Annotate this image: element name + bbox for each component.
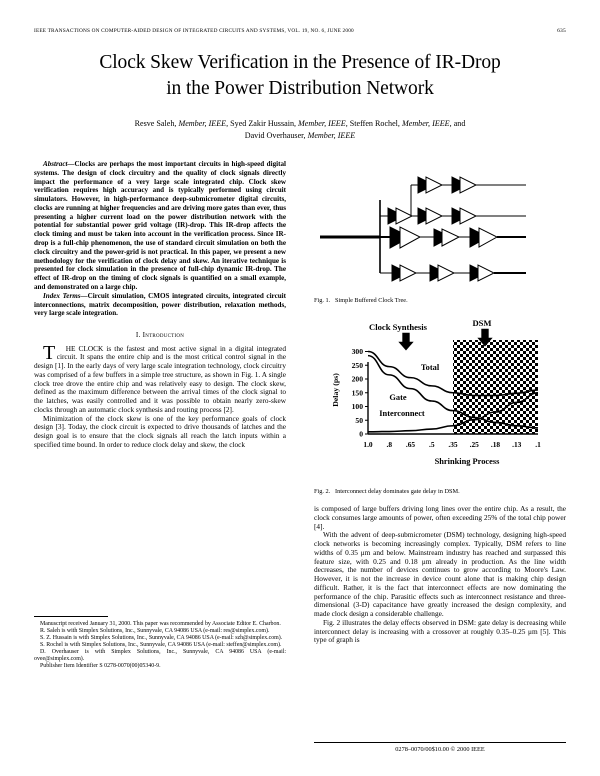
figure-2-caption: Fig. 2. Interconnect delay dominates gat… [314, 488, 566, 496]
y-axis-label: Delay (ps) [331, 373, 340, 407]
buffer-icon [417, 176, 444, 194]
figure-1-caption-label: Fig. 1. [314, 297, 331, 304]
y-tick-label: 150 [352, 388, 364, 397]
down-arrow-icon [477, 328, 493, 347]
intro-paragraph-2: Minimization of the clock skew is one of… [34, 413, 286, 449]
right-paragraph-3: Fig. 2 illustrates the delay effects obs… [314, 617, 566, 645]
abstract: Abstract—Clocks are perhaps the most imp… [34, 160, 286, 292]
author-4-member: Member, IEEE [307, 130, 356, 140]
footnote-author-4: D. Overhauser is with Simplex Solutions,… [34, 649, 286, 663]
y-tick-label: 0 [359, 430, 363, 439]
x-tick-label: 1.0 [363, 440, 373, 449]
left-column: Abstract—Clocks are perhaps the most imp… [34, 160, 286, 450]
buffer-icon [389, 226, 422, 249]
author-list: Resve Saleh, Member, IEEE, Syed Zakir Hu… [48, 118, 552, 141]
x-tick-label: .13 [512, 440, 522, 449]
copyright-line: 0278–0070/00$10.00 © 2000 IEEE [395, 746, 485, 753]
series-label-gate: Gate [389, 393, 406, 402]
buffer-icon [469, 227, 499, 248]
series-label-total: Total [421, 363, 440, 372]
section-heading-introduction: I. Introduction [135, 331, 185, 340]
running-head-journal: IEEE TRANSACTIONS ON COMPUTER-AIDED DESI… [34, 28, 354, 34]
series-line-interconnect [367, 391, 539, 433]
figure-2-caption-text: Interconnect delay dominates gate delay … [335, 488, 460, 495]
y-tick-label: 50 [355, 416, 363, 425]
running-head: IEEE TRANSACTIONS ON COMPUTER-AIDED DESI… [34, 28, 566, 34]
x-tick-label: .5 [429, 440, 435, 449]
intro-paragraph-1: T HE CLOCK is the fastest and most active… [34, 341, 286, 415]
y-tick-label: 200 [352, 375, 364, 384]
footnote-author-1: R. Saleh is with Simplex Solutions, Inc.… [40, 628, 270, 635]
x-tick-label: .1 [535, 440, 541, 449]
author-3-name: , Steffen Rochel, [345, 119, 402, 128]
buffer-icon [417, 207, 444, 225]
buffer-icon [451, 176, 478, 194]
author-2-member: Member, IEEE [298, 119, 346, 128]
author-4-name: David Overhauser, [244, 130, 308, 140]
author-line-2: David Overhauser, Member, IEEE [48, 130, 552, 142]
x-tick-label: .8 [386, 440, 392, 449]
intro-smallcaps: HE CLOCK [65, 343, 104, 353]
title-line-1: Clock Skew Verification in the Presence … [99, 52, 501, 73]
annotation-label: DSM [472, 318, 491, 328]
figure-1-caption-text: Simple Buffered Clock Tree. [335, 297, 408, 304]
author-conjunction: , and [449, 119, 466, 128]
y-tick-label: 300 [352, 347, 364, 356]
page-number: 635 [557, 28, 566, 34]
x-tick-label: .18 [491, 440, 501, 449]
abstract-lead: Abstract— [43, 160, 75, 168]
buffer-icon [387, 207, 414, 225]
series-line-total [367, 350, 539, 397]
index-terms-body: Circuit simulation, CMOS integrated circ… [34, 291, 286, 318]
buffer-icon [391, 264, 418, 282]
figure-2-caption-label: Fig. 2. [314, 488, 331, 495]
drop-cap: T [43, 341, 56, 364]
right-column: is composed of large buffers driving lon… [314, 504, 566, 645]
right-paragraph-2: With the advent of deep-submicrometer (D… [314, 530, 566, 618]
dsm-shaded-region [453, 340, 538, 434]
y-tick-label: 100 [352, 402, 364, 411]
x-tick-label: .35 [448, 440, 458, 449]
page-title: Clock Skew Verification in the Presence … [34, 50, 566, 101]
down-arrow-icon [398, 332, 414, 351]
footnote-author-3: S. Rochel is with Simplex Solutions, Inc… [40, 642, 282, 649]
annotation-label: Clock Synthesis [369, 322, 428, 332]
author-1-member: Member, IEEE [178, 119, 227, 128]
author-2-name: , Syed Zakir Hussain, [226, 119, 299, 128]
copyright-divider [314, 742, 566, 743]
figure-1-caption: Fig. 1. Simple Buffered Clock Tree. [314, 297, 566, 305]
title-line-2: in the Power Distribution Network [166, 77, 434, 99]
y-tick-label: 250 [352, 361, 364, 370]
right-paragraph-1: is composed of large buffers driving lon… [314, 504, 566, 531]
buffer-icon [469, 264, 496, 282]
index-terms: Index Terms—Circuit simulation, CMOS int… [34, 292, 286, 318]
intro-paragraph-1-text: is the fastest and most active signal in… [34, 343, 286, 414]
x-tick-label: .65 [406, 440, 416, 449]
footnote-author-2: S. Z. Hussain is with Simplex Solutions,… [40, 635, 283, 642]
index-terms-lead: Index Terms— [43, 291, 88, 300]
footnote-publisher-id: Publisher Item Identifier S 0278-0070(00… [40, 663, 161, 670]
series-line-gate [367, 354, 539, 429]
figure-1-clock-tree [318, 163, 566, 287]
buffer-icon [451, 207, 478, 225]
x-axis-label: Shrinking Process [435, 457, 501, 466]
buffer-icon [433, 228, 461, 247]
series-label-interconnect: Interconnect [379, 409, 425, 418]
buffer-icon [429, 264, 456, 282]
abstract-body: Clocks are perhaps the most important ci… [34, 160, 286, 291]
author-1-name: Resve Saleh, [134, 119, 179, 128]
footnote-manuscript: Manuscript received January 31, 2000. Th… [40, 621, 281, 627]
x-tick-label: .25 [470, 440, 480, 449]
footnote-block: Manuscript received January 31, 2000. Th… [34, 621, 286, 671]
author-line-1: Resve Saleh, Member, IEEE, Syed Zakir Hu… [48, 118, 552, 130]
author-3-member: Member, IEEE [401, 119, 450, 128]
footnote-divider [34, 616, 108, 617]
